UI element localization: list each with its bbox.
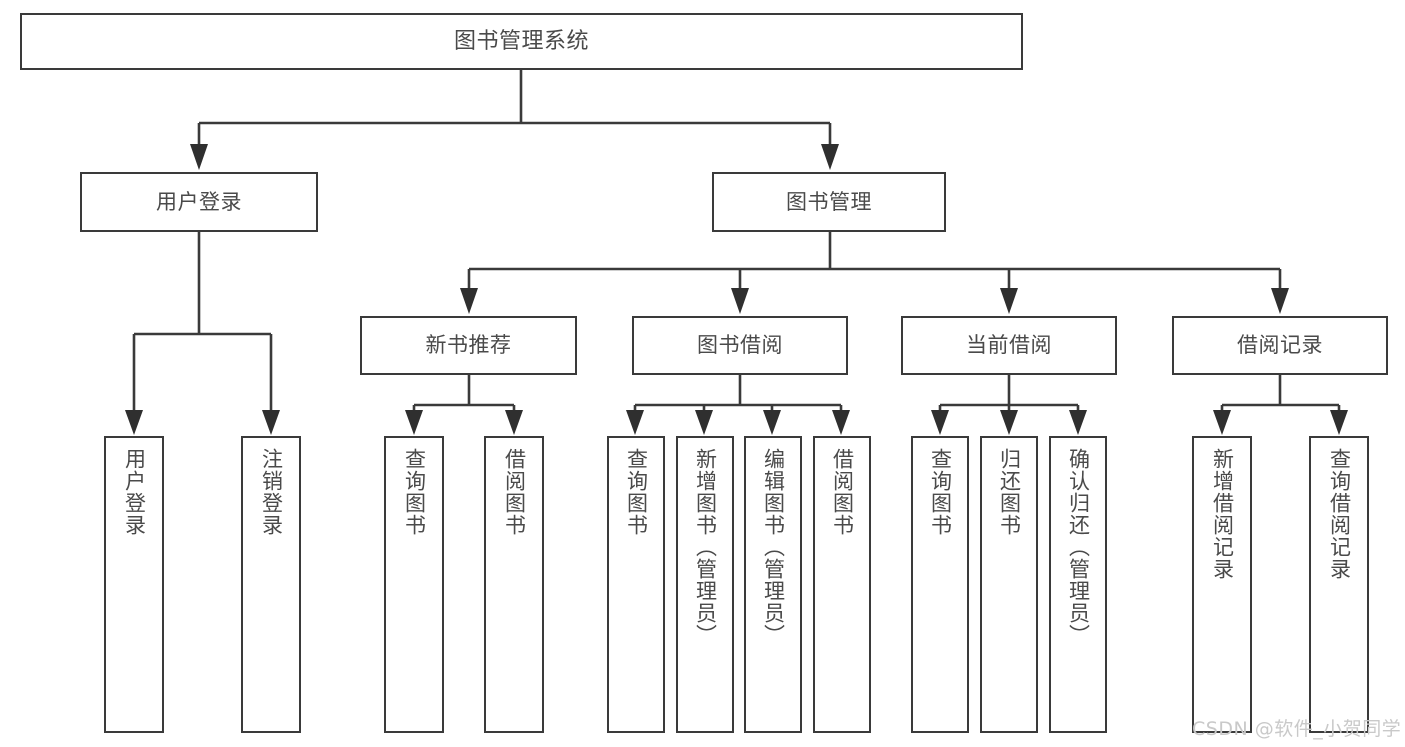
csdn-watermark: CSDN @软件_小贺同学 <box>1192 718 1402 740</box>
node-current-borrow[interactable]: 当前借阅 <box>901 316 1117 375</box>
node-label: 借阅记录 <box>1237 333 1323 358</box>
node-label: 查询图书 <box>624 448 649 536</box>
leaf-new-book-borrow[interactable]: 借阅图书 <box>484 436 544 733</box>
node-label: 编辑图书（管理员） <box>761 448 786 646</box>
arrowhead-leaf-user-2 <box>262 410 280 435</box>
node-label: 新增借阅记录 <box>1210 448 1235 580</box>
node-user-login[interactable]: 用户登录 <box>80 172 318 232</box>
node-label: 新书推荐 <box>425 333 512 358</box>
arrowhead-bookborrow <box>731 288 749 314</box>
leaf-book-borrow-edit[interactable]: 编辑图书（管理员） <box>744 436 802 733</box>
node-label: 查询图书 <box>928 448 953 536</box>
node-label: 用户登录 <box>156 189 242 214</box>
arrowhead-borrowrecord <box>1271 288 1289 314</box>
leaf-user-login-signout[interactable]: 注销登录 <box>241 436 301 733</box>
arrowhead-leaf-current-3 <box>1069 410 1087 435</box>
arrowhead-leaf-borrow-1 <box>626 410 644 435</box>
arrowhead-leaf-record-1 <box>1213 410 1231 435</box>
leaf-book-borrow-query[interactable]: 查询图书 <box>607 436 665 733</box>
node-label: 查询借阅记录 <box>1327 448 1352 580</box>
leaf-user-login-signin[interactable]: 用户登录 <box>104 436 164 733</box>
leaf-borrow-record-add[interactable]: 新增借阅记录 <box>1192 436 1252 733</box>
leaf-book-borrow-add[interactable]: 新增图书（管理员） <box>676 436 734 733</box>
arrowhead-leaf-current-1 <box>931 410 949 435</box>
arrowhead-newbook <box>460 288 478 314</box>
node-label: 图书管理 <box>786 189 872 214</box>
node-borrow-record[interactable]: 借阅记录 <box>1172 316 1388 375</box>
arrowhead-leaf-current-2 <box>1000 410 1018 435</box>
leaf-current-borrow-query[interactable]: 查询图书 <box>911 436 969 733</box>
node-book-borrow[interactable]: 图书借阅 <box>632 316 848 375</box>
arrowhead-leaf-borrow-3 <box>763 410 781 435</box>
leaf-book-borrow-lend[interactable]: 借阅图书 <box>813 436 871 733</box>
node-label: 新增图书（管理员） <box>693 448 718 646</box>
node-book-management[interactable]: 图书管理 <box>712 172 946 232</box>
arrowhead-currentborrow <box>1000 288 1018 314</box>
arrowhead-leaf-newbook-2 <box>505 410 523 435</box>
node-label: 图书管理系统 <box>453 28 589 54</box>
node-label: 借阅图书 <box>502 448 527 536</box>
leaf-borrow-record-query[interactable]: 查询借阅记录 <box>1309 436 1369 733</box>
node-new-book-recommend[interactable]: 新书推荐 <box>360 316 577 375</box>
node-root-system[interactable]: 图书管理系统 <box>20 13 1023 70</box>
node-label: 借阅图书 <box>830 448 855 536</box>
arrowheads-group <box>125 144 1348 435</box>
node-label: 确认归还（管理员） <box>1066 448 1091 646</box>
node-label: 用户登录 <box>122 448 147 536</box>
arrowhead-leaf-borrow-4 <box>832 410 850 435</box>
node-label: 注销登录 <box>259 448 284 536</box>
node-label: 查询图书 <box>402 448 427 536</box>
leaf-new-book-query[interactable]: 查询图书 <box>384 436 444 733</box>
leaf-current-borrow-confirm-return[interactable]: 确认归还（管理员） <box>1049 436 1107 733</box>
arrowhead-userlogin <box>190 144 208 170</box>
node-label: 当前借阅 <box>966 333 1052 358</box>
arrowhead-leaf-borrow-2 <box>695 410 713 435</box>
node-label: 图书借阅 <box>697 333 783 358</box>
arrowhead-leaf-record-2 <box>1330 410 1348 435</box>
arrowhead-leaf-newbook-1 <box>405 410 423 435</box>
node-label: 归还图书 <box>997 448 1022 536</box>
arrowhead-bookmgmt <box>821 144 839 170</box>
arrowhead-leaf-user-1 <box>125 410 143 435</box>
leaf-current-borrow-return[interactable]: 归还图书 <box>980 436 1038 733</box>
